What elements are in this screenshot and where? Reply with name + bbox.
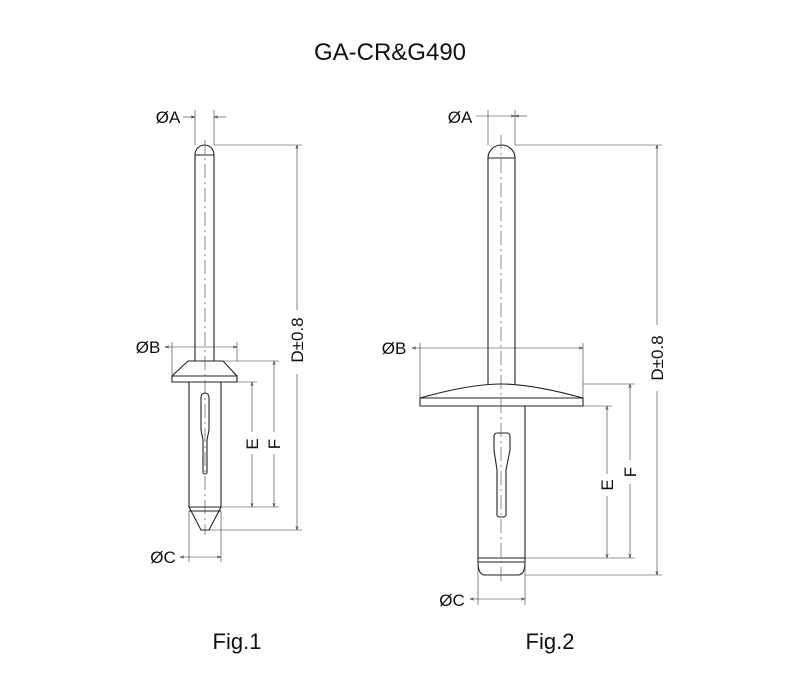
figure-1-rivet: [165, 110, 302, 562]
fig2-caption: Fig.2: [526, 629, 575, 654]
figure-1-labels: ØA ØB ØC D±0.8 E F Fig.1: [136, 108, 307, 654]
fig2-dim-e: E: [598, 479, 617, 490]
fig1-dim-a: ØA: [156, 108, 181, 127]
fig2-dim-c: ØC: [439, 591, 465, 610]
fig2-dim-f: F: [621, 467, 640, 477]
drawing-title: GA-CR&G490: [314, 39, 466, 66]
figure-2-rivet: [412, 110, 662, 605]
fig1-dim-e: E: [243, 438, 262, 449]
fig1-flange: [171, 360, 238, 383]
fig1-slot: [200, 392, 210, 475]
fig1-dim-b: ØB: [136, 338, 161, 357]
fig1-dim-d: D±0.8: [288, 317, 307, 362]
fig1-mandrel: [194, 144, 215, 361]
fig1-dim-c: ØC: [150, 548, 176, 567]
fig1-caption: Fig.1: [213, 629, 262, 654]
figure-2-labels: ØA ØB ØC D±0.8 E F Fig.2: [382, 108, 667, 654]
fig2-body: [477, 406, 526, 576]
fig1-dim-f: F: [265, 439, 284, 449]
fig2-dim-d: D±0.8: [648, 335, 667, 380]
fig2-flange: [419, 383, 584, 407]
fig2-mandrel: [487, 144, 516, 384]
fig2-dim-a: ØA: [448, 108, 473, 127]
fig2-dim-b: ØB: [382, 339, 407, 358]
fig2-slot: [493, 432, 511, 518]
